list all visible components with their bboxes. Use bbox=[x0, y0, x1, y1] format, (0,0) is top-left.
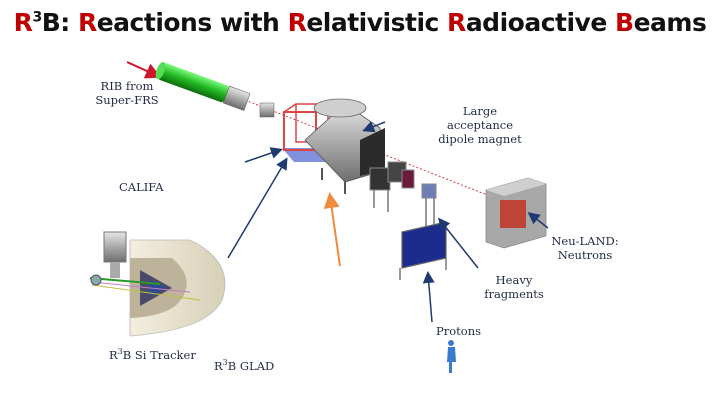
title-b-beams: B bbox=[615, 8, 634, 37]
fragment-detectors bbox=[369, 161, 437, 228]
title-r-relativistic: R bbox=[287, 8, 307, 37]
glad-pre: R bbox=[214, 358, 223, 373]
neuland-label-line2: Neutrons bbox=[557, 248, 613, 262]
si-tracker-view bbox=[89, 231, 226, 337]
title-reactions: eactions with bbox=[96, 8, 288, 37]
title-radioactive: adioactive bbox=[465, 8, 615, 37]
title-relativistic: elativistic bbox=[306, 8, 448, 37]
califa-label: CALIFA bbox=[119, 180, 164, 194]
rib-label-line1: RIB from bbox=[100, 79, 154, 93]
rib-label-line2: Super-FRS bbox=[95, 93, 159, 107]
dipole-arrow bbox=[362, 121, 386, 133]
neuland-arrow bbox=[527, 212, 549, 229]
dipole-label: Large acceptance dipole magnet bbox=[428, 104, 532, 146]
title-sup: 3 bbox=[32, 9, 42, 26]
neuland-label-line1: Neu-LAND: bbox=[551, 234, 619, 248]
si-tracker-post: B Si Tracker bbox=[122, 347, 196, 362]
heavy-label-line1: Heavy bbox=[495, 273, 533, 287]
rib-label: RIB from Super-FRS bbox=[92, 79, 162, 107]
title-beams: eams bbox=[633, 8, 707, 37]
beam-monitor bbox=[259, 102, 275, 118]
dipole-label-line1: Large bbox=[462, 104, 498, 118]
beam-pipe bbox=[155, 62, 251, 111]
si-tracker-pre: R bbox=[109, 347, 118, 362]
title-r-reactions: R bbox=[77, 8, 97, 37]
rib-arrow bbox=[126, 61, 162, 79]
si-tracker-label: R3B Si Tracker bbox=[109, 345, 196, 362]
page-title: R3B: Reactions with Relativistic Radioac… bbox=[0, 8, 720, 37]
si-tracker-sup: 3 bbox=[117, 347, 123, 356]
target-arrow bbox=[323, 192, 341, 267]
heavy-arrow bbox=[438, 217, 479, 269]
protons-label: Protons bbox=[436, 324, 482, 338]
glad-arrow bbox=[227, 157, 288, 259]
glad-label: R3B GLAD bbox=[214, 356, 274, 373]
glad-post: B GLAD bbox=[227, 358, 275, 373]
heavy-label-line2: fragments bbox=[484, 287, 544, 301]
proton-detector bbox=[399, 221, 447, 280]
heavy-fragments-label: Heavy fragments bbox=[478, 273, 550, 301]
neuland-detector bbox=[485, 177, 547, 249]
protons-arrow bbox=[422, 271, 435, 323]
califa-arrow bbox=[244, 147, 283, 163]
dipole-label-line3: dipole magnet bbox=[438, 132, 522, 146]
title-r: R bbox=[13, 8, 33, 37]
person-icon bbox=[447, 340, 456, 373]
dipole-label-line2: acceptance bbox=[446, 118, 514, 132]
neuland-label: Neu-LAND: Neutrons bbox=[545, 234, 625, 262]
glad-sup: 3 bbox=[222, 358, 228, 367]
title-r-radioactive: R bbox=[447, 8, 466, 37]
title-b: B: bbox=[41, 8, 78, 37]
